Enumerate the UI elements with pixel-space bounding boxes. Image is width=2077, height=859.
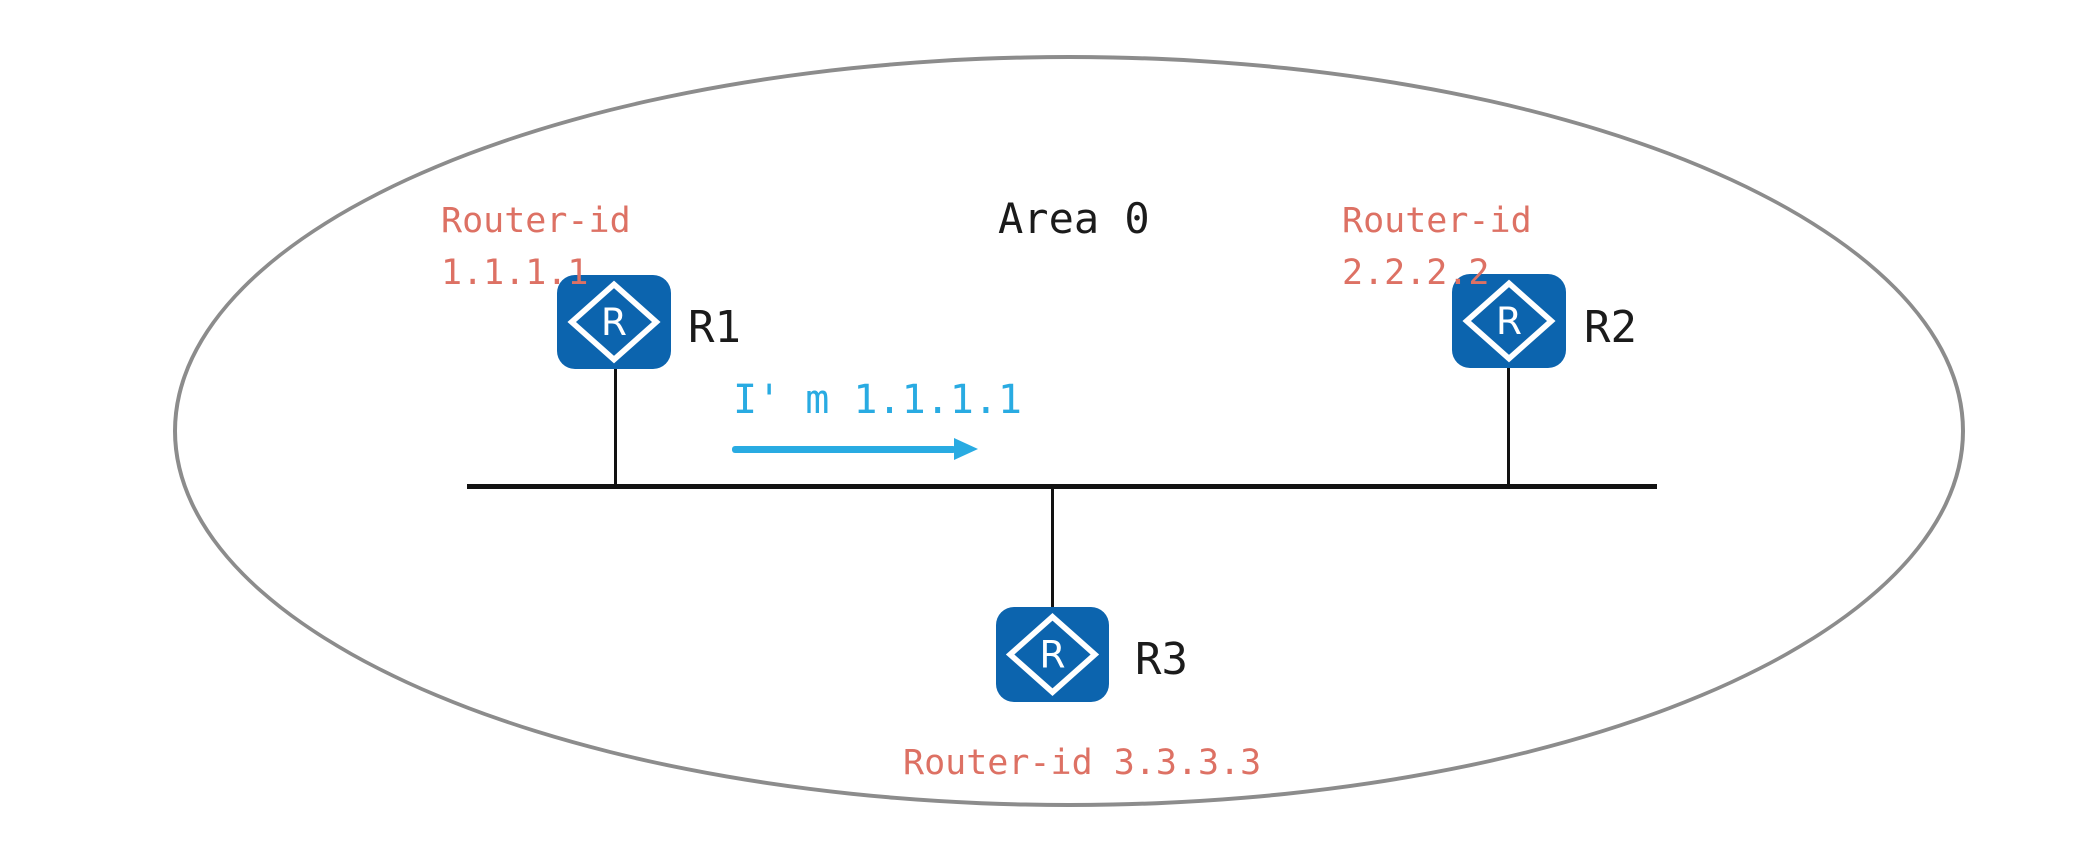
router-id-label-r3: Router-id 3.3.3.3 [903,743,1262,783]
router-id-label-r2: Router-id 2.2.2.2 [1342,195,1532,299]
router-icon: R [1452,274,1566,368]
arrow-head [954,438,978,460]
link-r2-to-bus [1507,368,1510,486]
router-id-label-r1-line1: Router-id [441,201,631,241]
link-r3-to-bus [1051,487,1054,609]
svg-text:R: R [601,300,627,344]
hello-message-text: I' m 1.1.1.1 [733,377,1022,423]
router-icon: R [996,607,1109,702]
svg-text:R: R [1496,299,1522,343]
router-name-r3: R3 [1135,634,1188,685]
router-name-r2: R2 [1584,302,1637,353]
router-id-label-r1: Router-id 1.1.1.1 [441,195,631,299]
link-r1-to-bus [614,368,617,486]
router-name-r1: R1 [688,302,741,353]
router-icon: R [557,275,671,369]
area-label: Area 0 [998,194,1150,243]
router-diamond-icon: R [1462,279,1556,363]
router-id-label-r2-line1: Router-id [1342,201,1532,241]
arrow-shaft [732,445,956,453]
area-boundary-ellipse [173,55,1965,807]
network-bus-line [467,484,1657,489]
arrow-right-icon [732,438,980,460]
router-diamond-icon: R [567,280,661,364]
router-diamond-icon: R [1005,613,1100,696]
svg-text:R: R [1039,633,1065,677]
router-id-label-r2-line2: 2.2.2.2 [1342,253,1490,293]
router-id-label-r1-line2: 1.1.1.1 [441,253,589,293]
